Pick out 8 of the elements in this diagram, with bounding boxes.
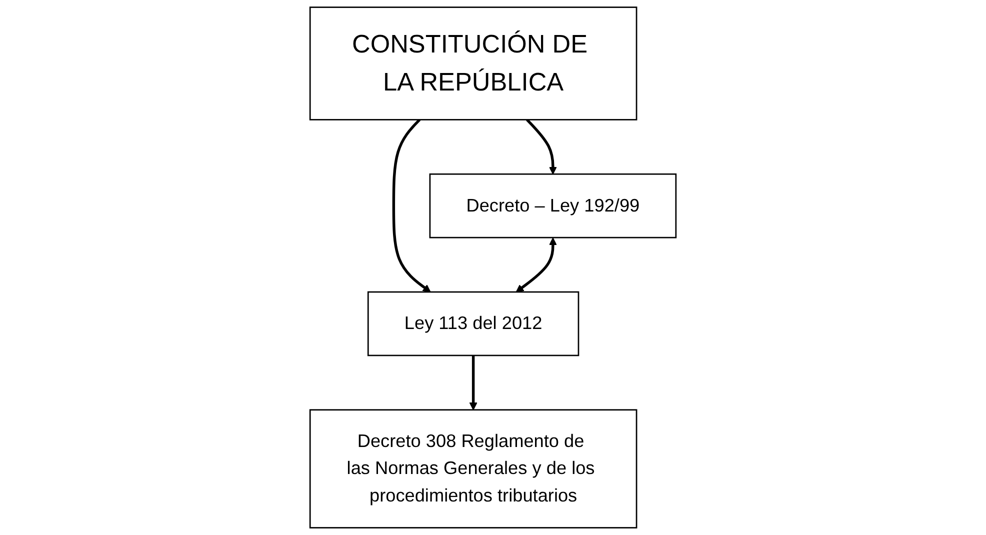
- node-box: Ley 113 del 2012: [367, 291, 580, 356]
- node-box: CONSTITUCIÓN DE LA REPÚBLICA: [309, 6, 638, 120]
- node-box: Decreto 308 Reglamento de las Normas Generales y de los procedimientos tributarios: [309, 409, 638, 528]
- arrow: [469, 355, 478, 410]
- node-box: Decreto – Ley 192/99: [429, 173, 677, 238]
- arrow: [516, 238, 557, 292]
- arrow: [392, 118, 431, 292]
- arrow: [526, 118, 557, 174]
